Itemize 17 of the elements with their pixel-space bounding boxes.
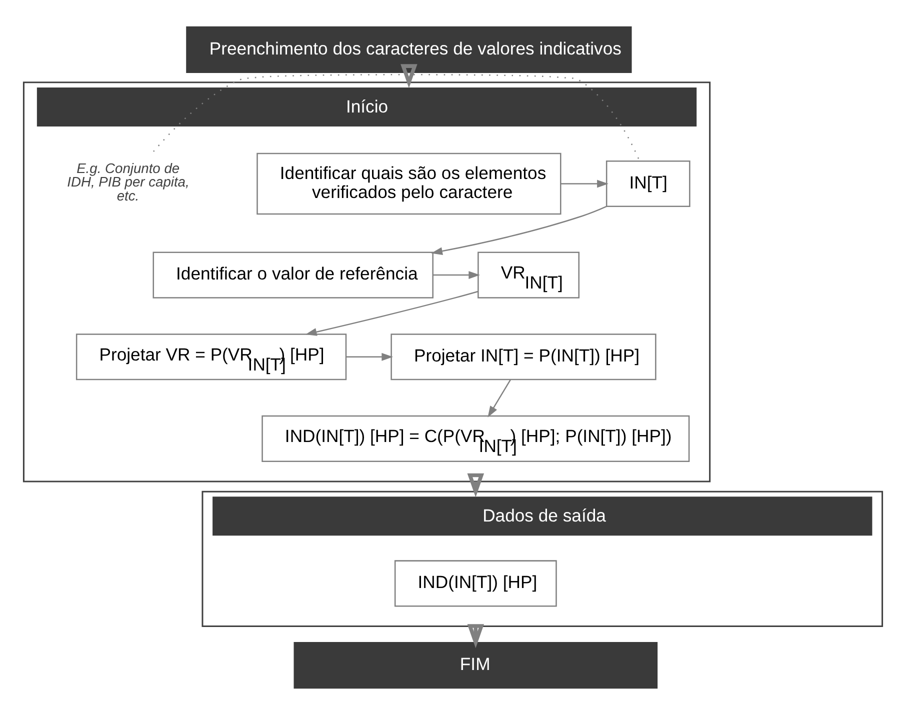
arrow xyxy=(560,180,608,188)
arrow xyxy=(467,473,484,498)
arrow xyxy=(432,271,480,280)
node-box: IN[T] xyxy=(606,160,690,208)
arrow xyxy=(400,64,418,88)
arrow xyxy=(488,379,511,418)
node-box: IND(IN[T]) [HP] xyxy=(394,560,557,607)
node-box: FIM xyxy=(294,642,658,689)
arrow xyxy=(346,352,394,361)
node-text: E.g. Conjunto de IDH, PIB per capita, etc. xyxy=(67,160,190,204)
arrow xyxy=(431,206,607,256)
arrow xyxy=(467,624,484,648)
node-box: Identificar o valor de referência xyxy=(152,252,434,298)
connector xyxy=(153,74,640,162)
arrow xyxy=(305,290,478,336)
node-box: Identificar quais são os elementos verificados pelo caractere xyxy=(256,152,562,215)
node-box: Projetar IN[T] = P(IN[T]) [HP] xyxy=(390,334,656,380)
